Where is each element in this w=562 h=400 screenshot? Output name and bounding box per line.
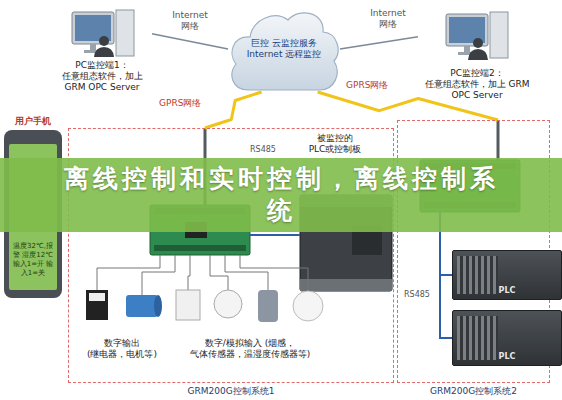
internet-link bbox=[152, 34, 228, 49]
node-text: 巨控 云监控服务 Internet 远程监控 bbox=[243, 38, 325, 60]
node-text: 用户手机 bbox=[0, 116, 66, 127]
edge-label: Internet 网络 bbox=[166, 10, 214, 32]
pc-stand bbox=[464, 46, 470, 52]
edge-label: GPRS网络 bbox=[345, 80, 389, 91]
gprs-link bbox=[205, 92, 262, 128]
pc-client-node: PC监控端1： 任意组态软件，加上 GRM OPC Server bbox=[52, 2, 152, 93]
cloud-service: 巨控 云监控服务 Internet 远程监控 bbox=[228, 6, 340, 92]
user-body bbox=[94, 47, 114, 57]
node-text: PC监控端1： 任意组态软件，加上 GRM OPC Server bbox=[52, 60, 152, 93]
motor bbox=[126, 295, 158, 317]
rs485-wire bbox=[250, 234, 300, 236]
bus-label: RS485 bbox=[404, 290, 430, 300]
edge-label: GPRS网络 bbox=[158, 98, 202, 109]
gas-sensor bbox=[214, 290, 242, 318]
relay-label bbox=[89, 293, 105, 301]
smoke-sensor bbox=[176, 290, 200, 320]
node-text: 温度32℃,报警 湿度12℃ 输入1=开 输入1=关 bbox=[10, 242, 56, 278]
antenna bbox=[497, 120, 500, 161]
title-banner: 离线控制和实时控制，离线控制系统 bbox=[0, 158, 562, 232]
text-label: 被监控的 PLC或控制板 bbox=[300, 133, 370, 155]
node-text: PLC bbox=[453, 286, 561, 296]
plc-box: PLC bbox=[452, 250, 562, 300]
node-text: PLC bbox=[453, 352, 561, 362]
terminal-row bbox=[154, 245, 246, 251]
edge-label: Internet 网络 bbox=[364, 8, 412, 30]
cloud-outline bbox=[232, 13, 338, 90]
text-label: 数字输出 (继电器，电机等) bbox=[86, 338, 158, 360]
relay bbox=[86, 290, 108, 320]
plc-terminals bbox=[300, 279, 392, 291]
pc-tower bbox=[116, 10, 134, 56]
user-head bbox=[473, 38, 483, 48]
io-wire bbox=[97, 255, 308, 295]
humidity-sensor bbox=[293, 291, 323, 321]
text-label: 数字/模拟输入 (烟感，气体传感器，温湿度传感器等) bbox=[180, 338, 320, 360]
user-head bbox=[99, 36, 109, 46]
node-text: PC监控端2： 任意组态软件，加上 GRM OPC Server bbox=[418, 68, 536, 101]
bus-label: RS485 bbox=[250, 145, 276, 155]
node-text: GRM200G控制系统1 bbox=[68, 386, 394, 397]
internet-link bbox=[340, 37, 418, 49]
pc-tower bbox=[490, 12, 508, 58]
plc-box: PLC bbox=[452, 310, 562, 366]
temperature-sensor bbox=[258, 290, 278, 322]
pc-stand bbox=[90, 44, 96, 50]
user-body bbox=[468, 49, 488, 60]
node-text: GRM200G控制系统2 bbox=[397, 386, 550, 397]
pc-client-node: PC监控端2： 任意组态软件，加上 GRM OPC Server bbox=[418, 2, 536, 101]
motor-end bbox=[154, 295, 162, 317]
title-text: 离线控制和实时控制，离线控制系统 bbox=[56, 163, 506, 227]
